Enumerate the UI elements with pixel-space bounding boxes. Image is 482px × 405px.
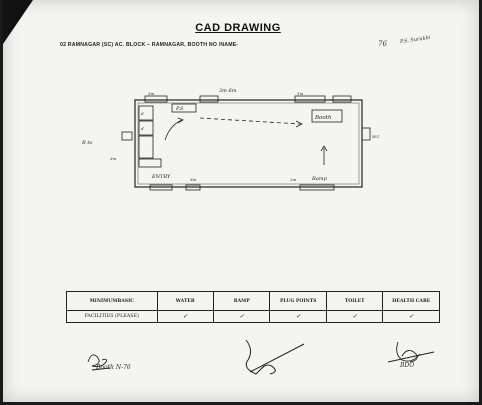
facilities-table: MINIMUMBASIC WATER RAMP PLUG POINTS TOIL… [66,291,440,323]
left-room-mark-1: d [141,111,144,116]
toilet-check: ✓ [352,312,358,320]
left-label: R to [81,140,92,146]
ps-box [171,103,197,113]
document-title: CAD DRAWING [195,22,281,34]
left-door [121,131,133,141]
bottom-openings [149,184,335,191]
booth-label: Booth [314,115,332,121]
ps-label: P.S [175,106,184,112]
top-openings [144,95,352,103]
path-arrow [295,120,303,128]
table-row: FACILITIES (PLEASE) ✓ ✓ ✓ ✓ ✓ [66,310,440,323]
left-rooms [138,105,162,168]
top-dimension-label: 3m 6m [219,88,237,94]
side-label: W.C [372,134,380,139]
right-door [361,127,371,141]
middle-signature [245,339,305,375]
left-signature-note: Booth N-76 [96,364,131,371]
room-outline [134,99,363,188]
right-signature-note: BDO [400,362,415,369]
toilet-cell: ✓ [325,310,384,323]
left-signature [87,354,111,371]
health-care-check: ✓ [408,312,414,320]
entry-label: ENTRY [151,174,171,180]
room-inner-outline [137,102,360,185]
water-cell: ✓ [156,310,215,323]
water-check: ✓ [182,312,188,320]
header-ramp: RAMP [212,291,271,311]
header-plug-points: PLUG POINTS [269,291,327,311]
header-minimum-basic: MINIMUMBASIC [66,291,158,311]
ramp-label: Ramp [311,176,328,182]
ramp-check: ✓ [239,312,245,320]
right-signature [387,341,435,363]
plug-points-cell: ✓ [269,310,327,323]
header-toilet: TOILET [325,291,384,311]
plug-points-check: ✓ [295,312,301,320]
header-health-care: HEALTH CARE [382,291,440,311]
curved-arrow-head [177,117,184,124]
path-line [199,117,301,125]
health-care-cell: ✓ [382,310,440,323]
left-room-mark-2: d [141,126,144,131]
curved-arrow [164,119,183,141]
door-label-3: 3m [190,177,197,182]
booth-box [311,109,343,123]
booth-number: 76 [378,40,387,48]
document-subtitle: 02 RAMNAGAR (SC) AC. BLOCK – RAMNAGAR, B… [60,42,239,48]
door-label-4: 2m [289,177,297,182]
door-label-1: 3m [148,91,155,96]
scan-shadow-corner [3,0,33,44]
ramp-arrow-head [320,145,328,152]
scanned-page [3,0,479,402]
door-label-2: 1m [297,91,304,96]
header-water: WATER [156,291,215,311]
left-dim: 3m [110,156,117,161]
ramp-cell: ✓ [212,310,271,323]
row-label-facilities: FACILITIES (PLEASE) [66,310,158,323]
